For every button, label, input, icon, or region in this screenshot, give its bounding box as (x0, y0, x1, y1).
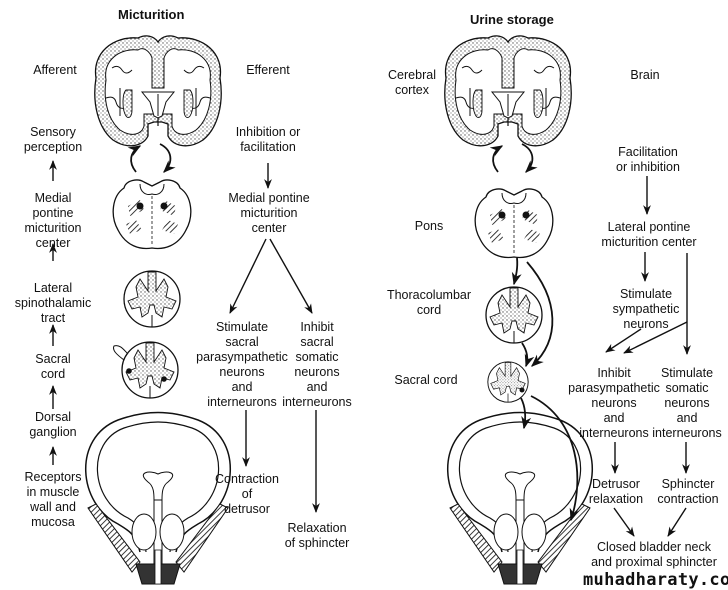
contraction-of-detrusor: Contraction of detrusor (215, 472, 279, 516)
pathway-arrows-storage (511, 257, 580, 522)
efferent-medial-pontine-center: Medial pontine micturition center (228, 191, 310, 235)
sphincter-contraction: Sphincter contraction (657, 477, 719, 506)
ascending-curved-arrow-storage (489, 145, 504, 173)
stimulate-somatic: Stimulate somatic neurons and interneuro… (652, 366, 722, 440)
storage-flow-arrows (605, 176, 691, 537)
urine-storage-title: Urine storage (470, 12, 554, 27)
stimulate-sympathetic-neurons: Stimulate sympathetic neurons (612, 287, 680, 331)
afferent-step-sensory-perception: Sensory perception (23, 125, 83, 154)
pons-label: Pons (414, 219, 444, 233)
micturition-title: Micturition (118, 7, 185, 22)
efferent-inhibition-or-facilitation: Inhibition or facilitation (235, 125, 301, 154)
facilitation-or-inhibition: Facilitation or inhibition (616, 145, 680, 174)
afferent-step-medial-pontine-center: Medial pontine micturition center (24, 191, 82, 250)
brain-illustration-storage (444, 35, 572, 147)
pons-illustration-storage (474, 188, 554, 259)
thoracolumbar-cord-illustration (485, 286, 543, 344)
sacral-cord-illustration-micturition (113, 341, 179, 399)
afferent-header: Afferent (33, 63, 77, 77)
afferent-step-dorsal-ganglion: Dorsal ganglion (29, 410, 77, 439)
ascending-curved-arrow (127, 145, 142, 173)
stimulate-sacral-parasympathetic: Stimulate sacral parasympathetic neurons… (196, 320, 288, 409)
afferent-step-receptors: Receptors in muscle wall and mucosa (24, 470, 82, 529)
inhibit-parasympathetic: Inhibit parasympathetic neurons and inte… (568, 366, 660, 440)
sacral-cord-illustration-storage (487, 361, 529, 403)
afferent-step-sacral-cord: Sacral cord (35, 352, 71, 381)
descending-curved-arrow-storage (521, 143, 538, 173)
efferent-arrows (229, 163, 320, 513)
efferent-header: Efferent (246, 63, 290, 77)
afferent-step-lateral-spinothalamic-tract: Lateral spinothalamic tract (14, 281, 92, 325)
brain-header: Brain (630, 68, 660, 82)
cord-illustration-micturition (123, 270, 181, 328)
sacral-cord-label: Sacral cord (394, 373, 458, 387)
closed-bladder-neck: Closed bladder neck and proximal sphinct… (591, 540, 717, 569)
pons-illustration-micturition (112, 179, 192, 250)
lateral-pontine-center: Lateral pontine micturition center (601, 220, 697, 249)
inhibit-sacral-somatic: Inhibit sacral somatic neurons and inter… (282, 320, 352, 409)
cerebral-cortex-label: Cerebral cortex (388, 68, 436, 97)
descending-curved-arrow (159, 143, 176, 173)
watermark: muhadharaty.com (583, 570, 728, 590)
detrusor-relaxation: Detrusor relaxation (588, 477, 644, 506)
brain-illustration-micturition (94, 35, 222, 147)
relaxation-of-sphincter: Relaxation of sphincter (284, 521, 350, 550)
thoracolumbar-cord-label: Thoracolumbar cord (386, 288, 472, 317)
